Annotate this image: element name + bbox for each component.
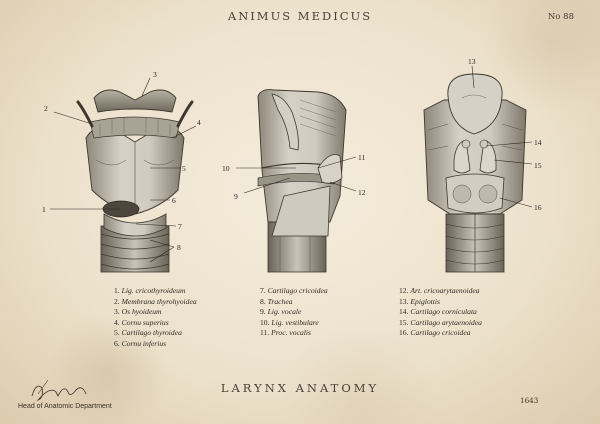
figure-posterior: 13 14 15 16 xyxy=(423,57,542,273)
legend-item: 6. Cornu inferius xyxy=(114,338,167,348)
posterior-corniculate-right xyxy=(479,139,489,149)
lateral-label: 9 xyxy=(234,192,238,201)
legend-column-1: 1. Lig. cricothyroideum 2. Membrana thyr… xyxy=(114,286,197,350)
posterior-trachea xyxy=(445,213,505,273)
posterior-cricoid xyxy=(445,173,505,214)
legend-item: 12. Art. cricoarytaenoidea xyxy=(399,286,480,295)
lateral-label: 10 xyxy=(222,164,230,173)
header-title: ANIMUS MEDICUS xyxy=(227,9,373,23)
anterior-hyoid xyxy=(93,89,177,113)
anterior-label: 8 xyxy=(177,243,181,252)
anterior-label: 4 xyxy=(197,118,201,127)
signature-caption: Head of Anatomic Department xyxy=(18,403,112,410)
posterior-epiglottis xyxy=(447,73,503,135)
anterior-label: 3 xyxy=(153,70,157,79)
legend-item: 3. Os hyoideum xyxy=(114,307,162,317)
posterior-label: 15 xyxy=(534,161,542,170)
posterior-corniculate-left xyxy=(461,139,471,149)
anterior-thyrohyoid-membrane xyxy=(89,116,181,139)
anterior-label: 6 xyxy=(172,196,176,205)
legend-item: 1. Lig. cricothyroideum xyxy=(114,286,186,295)
legend-item: 10. Lig. vestibulare xyxy=(260,317,319,327)
lateral-label: 11 xyxy=(358,153,366,162)
anterior-cricoid xyxy=(103,213,167,237)
legend-item: 11. Proc. vocalis xyxy=(260,328,311,338)
legend-item: 4. Cornu superius xyxy=(114,317,169,327)
anterior-label: 7 xyxy=(178,222,182,231)
plate-number: No 88 xyxy=(547,12,574,22)
legend-item: 9. Lig. vocale xyxy=(260,307,302,317)
posterior-label: 14 xyxy=(534,138,542,147)
legend-item: 7. Cartilago cricoidea xyxy=(260,286,328,295)
figure-lateral: 10 9 11 12 xyxy=(222,89,366,273)
lateral-arytenoid xyxy=(317,154,343,184)
legend-item: 14. Cartilago corniculata xyxy=(399,307,477,317)
lateral-label: 12 xyxy=(358,188,366,197)
figure-anterior: 3 2 4 5 6 1 7 8 xyxy=(42,70,201,273)
lateral-epiglottis xyxy=(271,93,299,151)
legend-item: 8. Trachea xyxy=(260,296,293,306)
legend-item: 13. Epiglottis xyxy=(399,296,440,306)
legend-item: 2. Membrana thyrohyoidea xyxy=(114,296,197,306)
posterior-label: 16 xyxy=(534,203,542,212)
anterior-label: 1 xyxy=(42,205,46,214)
footer-title: LARYNX ANATOMY xyxy=(220,381,380,395)
anterior-label: 5 xyxy=(182,164,186,173)
plate-year: 1643 xyxy=(520,396,539,405)
legend-column-3: 12. Art. cricoarytaenoidea 13. Epiglotti… xyxy=(399,286,482,339)
signature-image xyxy=(31,379,87,401)
posterior-label: 13 xyxy=(468,57,476,66)
legend-item: 5. Cartilago thyroidea xyxy=(114,328,182,338)
legend-column-2: 7. Cartilago cricoidea 8. Trachea 9. Lig… xyxy=(260,286,328,339)
legend-item: 15. Cartilago arytaenoidea xyxy=(399,317,482,327)
anterior-label: 2 xyxy=(44,104,48,113)
legend-item: 16. Cartilago cricoidea xyxy=(399,328,471,338)
lateral-cricoid xyxy=(271,185,331,237)
